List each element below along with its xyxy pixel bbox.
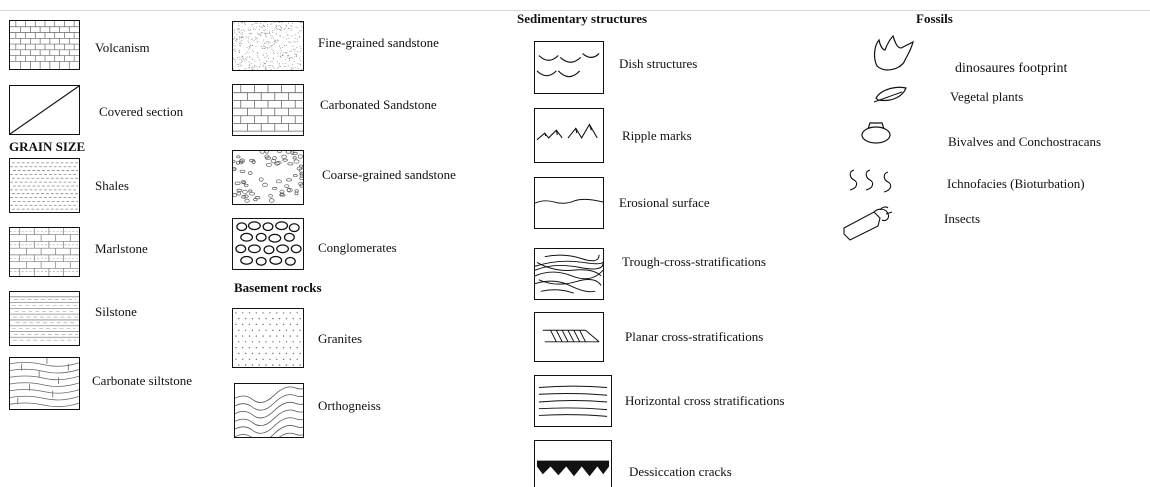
grain-size-heading: GRAIN SIZE	[9, 139, 86, 154]
top-rule	[0, 10, 1150, 11]
orthogneiss-swatch	[234, 383, 304, 438]
bivalve-shell-icon	[858, 120, 894, 146]
coarse-sandstone-label: Coarse-grained sandstone	[322, 167, 456, 182]
volcanism-label: Volcanism	[95, 40, 150, 55]
marlstone-label: Marlstone	[95, 241, 148, 256]
insect-icon	[840, 206, 898, 242]
silstone-swatch	[9, 291, 80, 346]
dessiccation-cracks-swatch	[534, 440, 612, 487]
granites-swatch	[232, 308, 304, 368]
shales-label: Shales	[95, 178, 129, 193]
horizontal-cross-label: Horizontal cross stratifications	[625, 393, 785, 408]
ripple-marks-swatch	[534, 108, 604, 163]
bivalves-label: Bivalves and Conchostracans	[948, 134, 1102, 149]
coarse-sandstone-swatch	[232, 150, 304, 205]
erosional-surface-label: Erosional surface	[619, 195, 710, 210]
carbonate-siltstone-label: Carbonate siltstone	[92, 373, 193, 388]
dinosaur-footprint-icon	[871, 32, 919, 74]
trough-cross-swatch	[534, 248, 604, 300]
trough-cross-label: Trough-cross-stratifications	[622, 254, 766, 269]
planar-cross-swatch	[534, 312, 604, 362]
conglomerates-label: Conglomerates	[318, 240, 397, 255]
ichnofacies-label: Ichnofacies (Bioturbation)	[947, 176, 1085, 191]
dessiccation-cracks-label: Dessiccation cracks	[629, 464, 732, 479]
dinosaur-footprint-label: dinosaures footprint	[955, 61, 1068, 76]
dish-structures-label: Dish structures	[619, 56, 698, 71]
sedimentary-heading: Sedimentary structures	[517, 11, 648, 26]
erosional-surface-swatch	[534, 177, 604, 229]
carbonate-siltstone-swatch	[9, 357, 80, 410]
silstone-label: Silstone	[95, 304, 137, 319]
planar-cross-label: Planar cross-stratifications	[625, 329, 764, 344]
carbonated-sandstone-swatch	[232, 84, 304, 136]
insects-label: Insects	[944, 211, 981, 226]
marlstone-swatch	[9, 227, 80, 277]
horizontal-cross-swatch	[534, 375, 612, 427]
volcanism-swatch	[9, 20, 80, 70]
conglomerates-swatch	[232, 218, 304, 270]
orthogneiss-label: Orthogneiss	[318, 398, 381, 413]
vegetal-plants-icon	[872, 84, 910, 106]
carbonated-sandstone-label: Carbonated Sandstone	[320, 97, 437, 112]
basement-rocks-heading: Basement rocks	[234, 280, 322, 295]
bioturbation-icon	[846, 166, 898, 196]
shales-swatch	[9, 158, 80, 213]
ripple-marks-label: Ripple marks	[622, 128, 692, 143]
vegetal-plants-label: Vegetal plants	[950, 89, 1024, 104]
covered-section-swatch	[9, 85, 80, 135]
covered-section-label: Covered section	[99, 104, 184, 119]
dish-structures-swatch	[534, 41, 604, 94]
fossils-heading: Fossils	[916, 11, 953, 26]
fine-sandstone-label: Fine-grained sandstone	[318, 35, 439, 50]
granites-label: Granites	[318, 331, 363, 346]
fine-sandstone-swatch	[232, 21, 304, 71]
